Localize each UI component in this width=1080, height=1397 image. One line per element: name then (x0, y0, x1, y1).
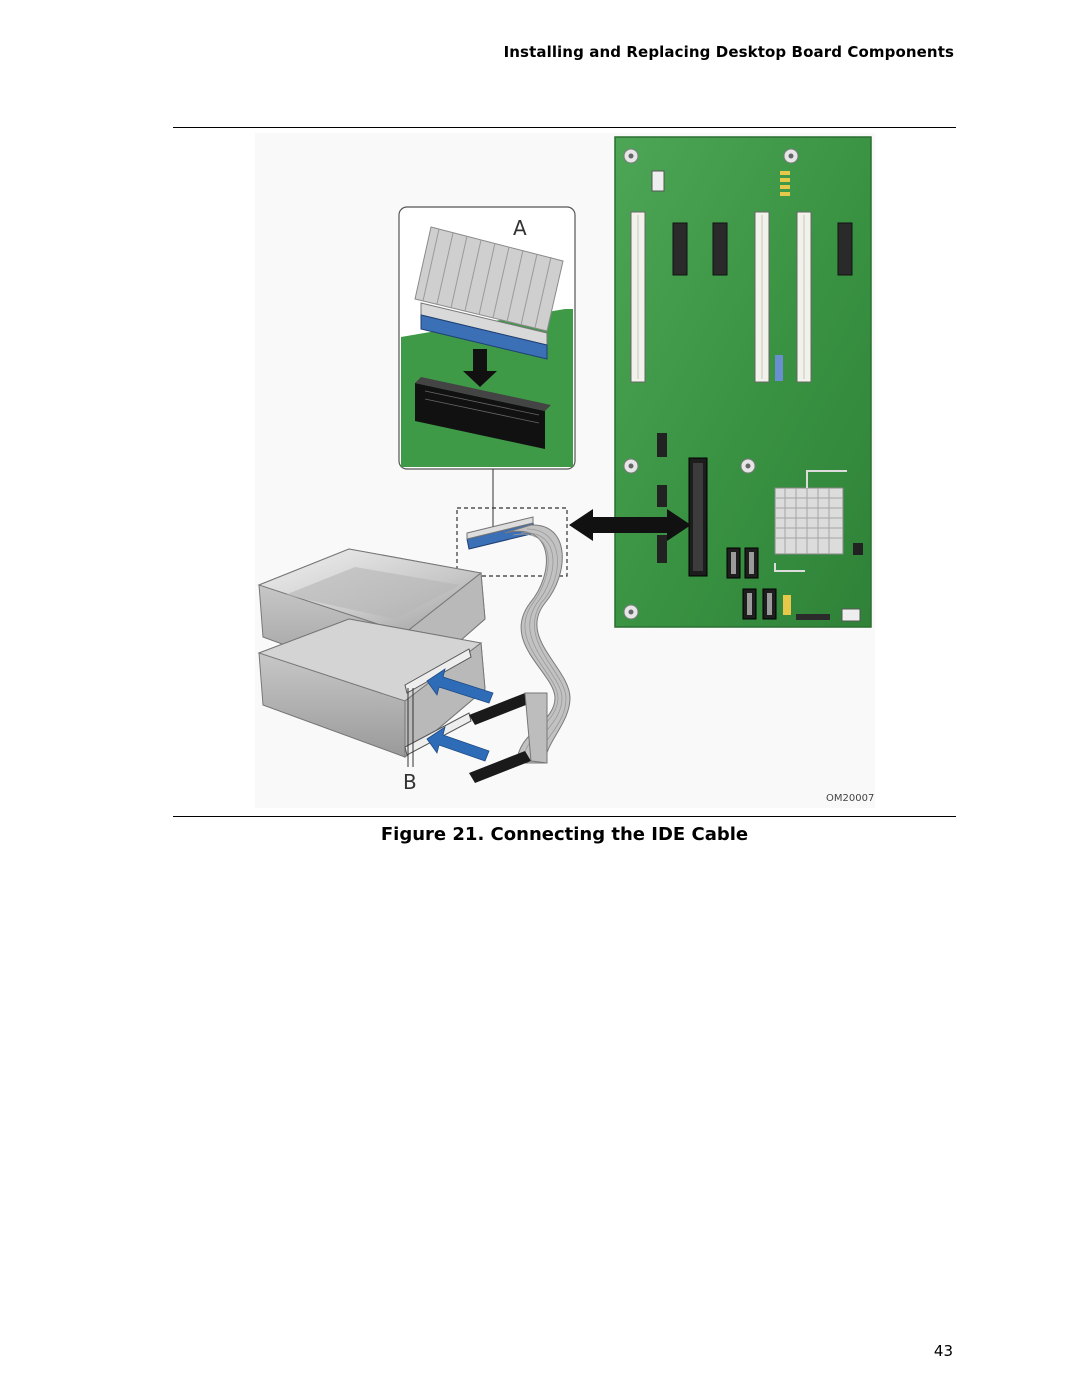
callout-b: B (403, 688, 417, 794)
callout-a-label: A (513, 216, 527, 240)
callout-b-label: B (403, 770, 417, 794)
hard-drives (257, 548, 486, 759)
bottom-rule (173, 816, 956, 817)
running-header: Installing and Replacing Desktop Board C… (503, 43, 954, 61)
cable-drive-connectors (469, 692, 548, 783)
page-number: 43 (933, 1342, 953, 1360)
figure-caption: Figure 21. Connecting the IDE Cable (380, 824, 749, 845)
ribbon-cable (504, 524, 571, 764)
figure-illustration: A (255, 133, 875, 808)
detail-inset-a: A (398, 206, 576, 529)
motherboard (614, 136, 872, 628)
connector-highlight-box (456, 507, 568, 577)
drawing-id: OM20007 (826, 793, 874, 804)
double-arrow (569, 509, 691, 541)
top-rule (173, 127, 956, 128)
insert-arrows (426, 668, 494, 762)
